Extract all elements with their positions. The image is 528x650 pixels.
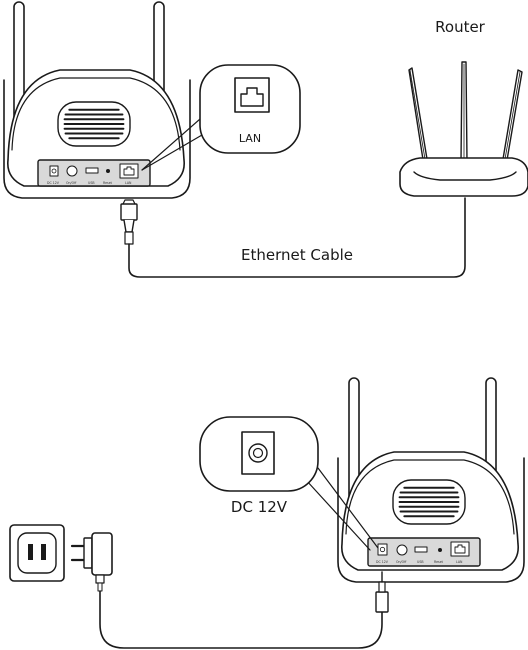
lan-port bbox=[120, 164, 138, 178]
reset-hole bbox=[439, 549, 442, 552]
lan-callout-label: LAN bbox=[239, 132, 261, 145]
bottom-section: DC 12V On/Off USB Reset LAN DC 12V bbox=[10, 378, 524, 648]
power-adapter bbox=[72, 533, 112, 591]
router: Router bbox=[400, 18, 528, 196]
usb-port bbox=[415, 547, 427, 552]
lan-port bbox=[451, 542, 469, 556]
dc-plug bbox=[376, 592, 388, 612]
router-body bbox=[400, 158, 528, 196]
reset-hole bbox=[107, 170, 110, 173]
port-label-usb: USB bbox=[88, 181, 95, 185]
power-button bbox=[67, 166, 77, 176]
top-section: DC 12V On/Off USB Reset LAN LAN Router bbox=[4, 2, 528, 277]
port-label-reset: Reset bbox=[103, 181, 113, 185]
port-label-usb: USB bbox=[417, 560, 424, 564]
power-button bbox=[397, 545, 407, 555]
port-label-lan: LAN bbox=[456, 560, 463, 564]
speaker-grille bbox=[65, 110, 124, 139]
dc-port bbox=[378, 544, 387, 555]
port-label-onoff: On/Off bbox=[66, 181, 77, 185]
dc-jack-callout-icon bbox=[242, 432, 274, 474]
ethernet-cable: Ethernet Cable bbox=[121, 198, 465, 277]
hub-device-top: DC 12V On/Off USB Reset LAN bbox=[4, 2, 190, 198]
lan-port-callout-icon bbox=[235, 78, 269, 112]
port-label-dc: DC 12V bbox=[376, 560, 389, 564]
port-label-onoff: On/Off bbox=[396, 560, 407, 564]
ethernet-cable-label: Ethernet Cable bbox=[241, 246, 353, 264]
router-label: Router bbox=[435, 18, 486, 36]
port-label-dc: DC 12V bbox=[47, 181, 60, 185]
rj45-plug bbox=[121, 204, 137, 220]
port-label-lan: LAN bbox=[125, 181, 132, 185]
port-label-reset: Reset bbox=[434, 560, 444, 564]
speaker-grille bbox=[400, 488, 459, 517]
dc-port bbox=[50, 166, 58, 176]
dc-callout-label: DC 12V bbox=[231, 498, 288, 516]
power-cable bbox=[100, 572, 388, 648]
wall-outlet bbox=[10, 525, 64, 581]
usb-port bbox=[86, 168, 98, 173]
hub-device-bottom: DC 12V On/Off USB Reset LAN bbox=[338, 378, 524, 582]
